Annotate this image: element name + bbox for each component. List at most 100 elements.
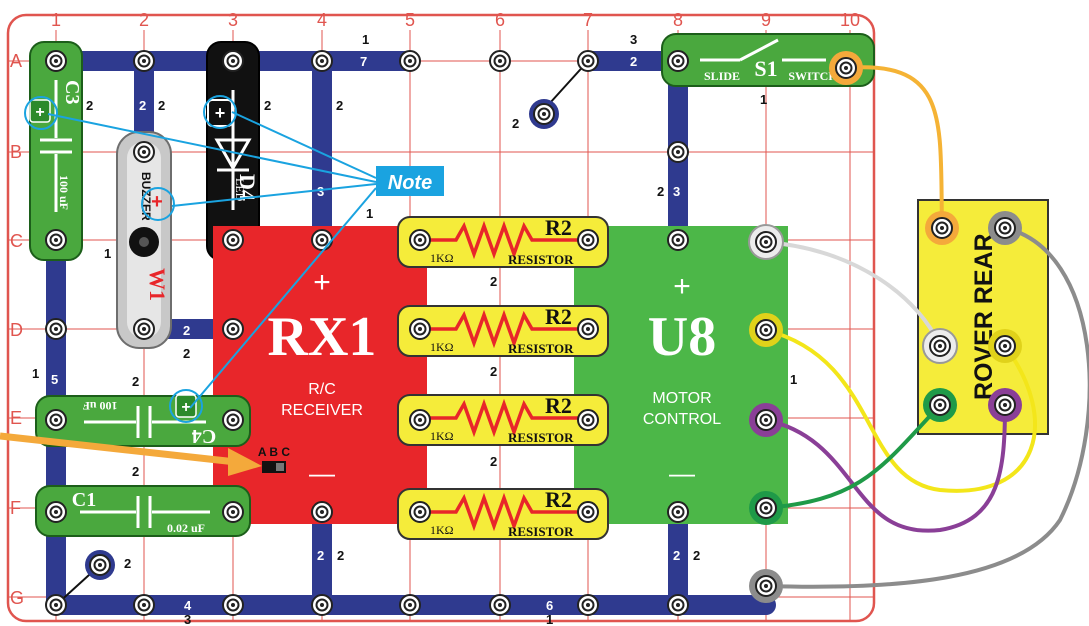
wire-label: 2	[693, 548, 700, 563]
capacitor-c3: C3 100 uF +	[29, 41, 83, 261]
column-label: 7	[583, 10, 593, 30]
lead-white	[764, 240, 942, 348]
note-callout: Note	[24, 95, 444, 423]
wire-label: 2	[183, 323, 190, 338]
c4-value: 100 uF	[82, 399, 117, 413]
resistor-value: 1KΩ	[430, 251, 454, 265]
wire-label: 5	[51, 372, 58, 387]
lead-green	[764, 403, 942, 510]
snap	[45, 501, 67, 523]
snap	[409, 501, 431, 523]
wire-label: 2	[264, 98, 271, 113]
snap	[931, 217, 953, 239]
column-label: 3	[228, 10, 238, 30]
snap	[667, 50, 689, 72]
snap	[577, 594, 599, 616]
svg-text:+: +	[181, 399, 190, 416]
resistors: R2 1KΩ RESISTOR R2 1KΩ RESISTOR R2 1KΩ R…	[397, 215, 609, 540]
rx1-plus: +	[313, 266, 331, 299]
snap	[409, 229, 431, 251]
snap	[133, 594, 155, 616]
wire-label: 1	[362, 32, 369, 47]
wire-label: 2	[336, 98, 343, 113]
lead-gray-top	[764, 226, 1089, 589]
snap	[45, 594, 67, 616]
snap	[45, 229, 67, 251]
resistor-name: R2	[545, 393, 572, 418]
wire-label: 1	[32, 366, 39, 381]
wire-label: 3	[673, 184, 680, 199]
wire-label: 2	[86, 98, 93, 113]
wire-label: 4	[184, 598, 192, 613]
wire-label: 2	[512, 116, 519, 131]
snap-connectors	[45, 50, 1016, 616]
snap	[311, 594, 333, 616]
c3-name: C3	[61, 80, 83, 104]
c1-name: C1	[72, 489, 96, 511]
wire-label: 1	[546, 612, 553, 626]
pointer-arrow	[0, 432, 262, 476]
snap	[755, 409, 777, 431]
column-label: 5	[405, 10, 415, 30]
snap	[409, 409, 431, 431]
wire-label: 1	[555, 115, 561, 127]
snap	[994, 394, 1016, 416]
column-label: 1	[51, 10, 61, 30]
note-badge	[376, 166, 444, 196]
lead-orange	[844, 65, 944, 230]
snap	[755, 497, 777, 519]
receiver-rx1: + RX1 R/C RECEIVER A B C —	[213, 226, 427, 524]
wire-label: 2	[337, 548, 344, 563]
snap	[667, 141, 689, 163]
snap	[311, 501, 333, 523]
note-text: Note	[388, 172, 432, 194]
snap	[45, 50, 67, 72]
s1-label1: SLIDE	[704, 69, 740, 83]
snap	[577, 409, 599, 431]
column-label: 9	[761, 10, 771, 30]
slide-switch-s1: S1 SLIDE SWITCH	[661, 33, 875, 87]
snap	[133, 50, 155, 72]
snap	[667, 501, 689, 523]
resistor-r2: R2 1KΩ RESISTOR	[397, 487, 609, 540]
u8-line1: MOTOR	[652, 390, 711, 407]
lead-yellow	[764, 328, 1037, 493]
resistor-value: 1KΩ	[430, 340, 454, 354]
column-label: 2	[139, 10, 149, 30]
u8-plus: +	[673, 270, 691, 303]
resistor-name: R2	[545, 304, 572, 329]
rx1-switch-label: A B C	[258, 445, 291, 459]
jumper-leads	[764, 65, 1089, 589]
snap	[667, 229, 689, 251]
rx1-minus: —	[309, 458, 335, 488]
wire-label: 2	[139, 98, 146, 113]
wire-label: 1	[760, 92, 767, 107]
snap	[133, 318, 155, 340]
c3-value: 100 uF	[57, 175, 71, 210]
resistor-name: R2	[545, 487, 572, 512]
snap	[577, 50, 599, 72]
resistor-label: RESISTOR	[508, 341, 574, 356]
wire-label: 2	[317, 548, 324, 563]
wire-label: 1	[790, 372, 797, 387]
column-label: 4	[317, 10, 327, 30]
snap	[755, 319, 777, 341]
capacitor-c1: C1 0.02 uF	[35, 485, 251, 537]
s1-label2: SWITCH	[788, 69, 838, 83]
snap	[311, 229, 333, 251]
snap	[222, 229, 244, 251]
u8-minus: —	[669, 458, 695, 488]
column-labels: 1 2 3 4 5 6 7 8 9 10	[51, 10, 860, 30]
snap	[489, 50, 511, 72]
snap	[577, 318, 599, 340]
snap	[45, 318, 67, 340]
row-labels: A B C D E F G	[10, 51, 24, 608]
resistor-r2: R2 1KΩ RESISTOR	[397, 393, 609, 446]
svg-text:+: +	[215, 103, 226, 123]
wire-label: 2	[673, 548, 680, 563]
wire-label: 2	[630, 54, 637, 69]
svg-text:+: +	[35, 104, 44, 121]
wire-label: 1	[366, 206, 373, 221]
resistor-r2: R2 1KΩ RESISTOR	[397, 215, 609, 268]
snap	[667, 594, 689, 616]
